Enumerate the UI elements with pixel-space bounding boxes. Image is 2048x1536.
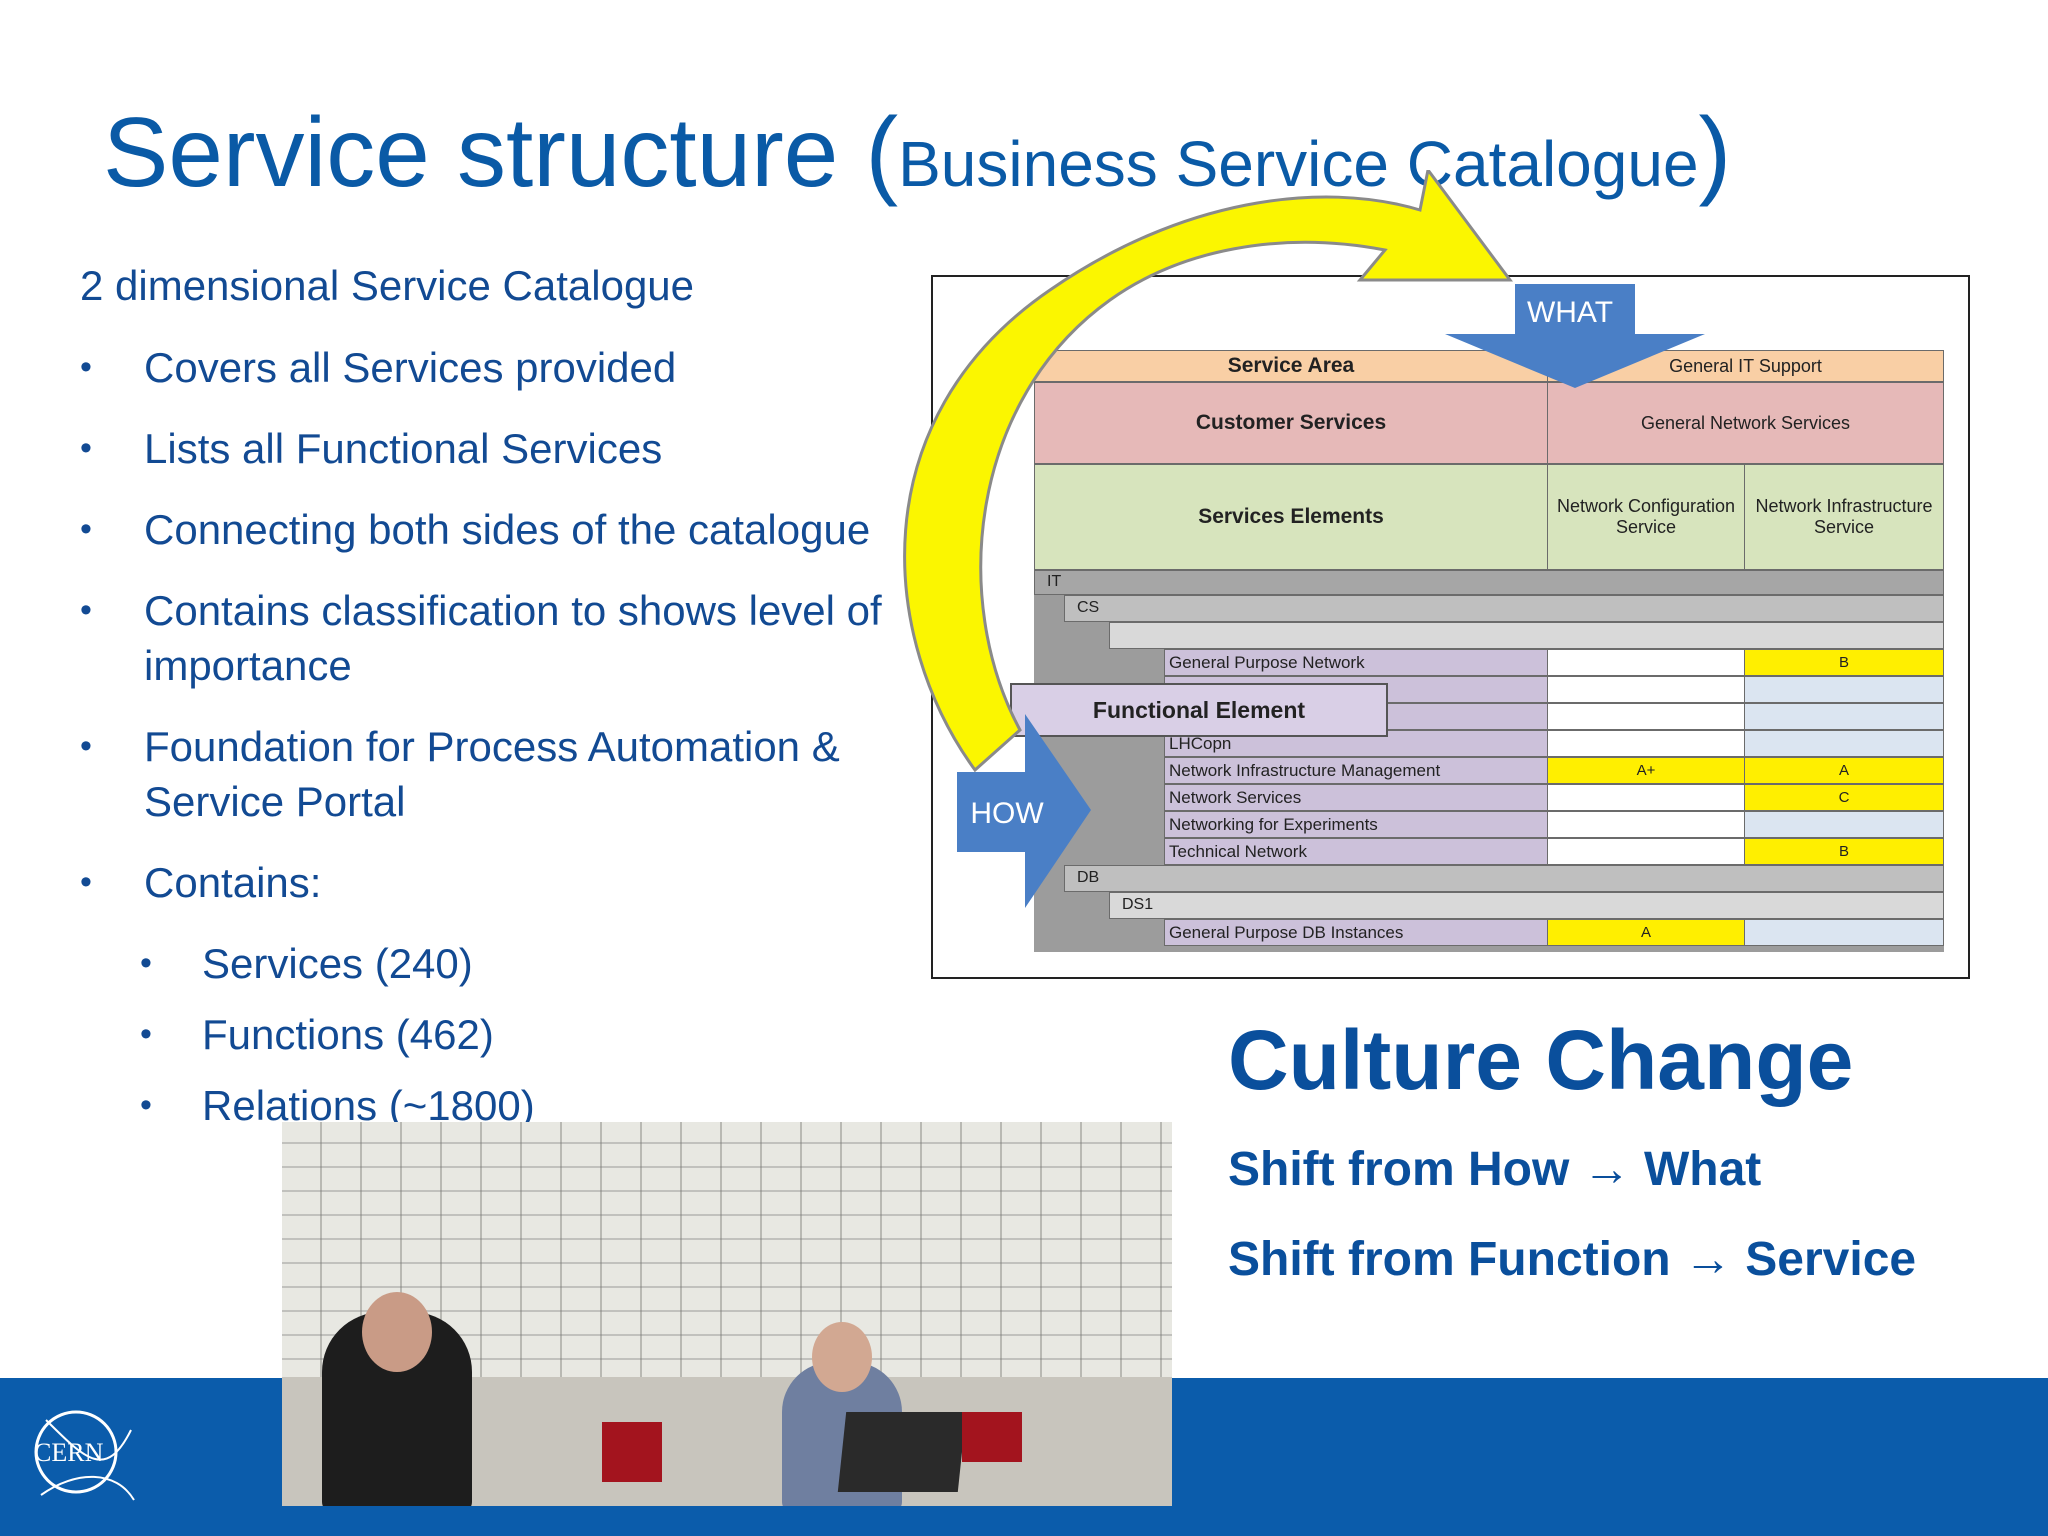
sub-bullet-item: •Functions (462) [80,1007,1000,1062]
function-row: General Purpose DB Instances A [1164,919,1944,946]
bullet-icon: • [80,727,92,765]
element-col1: Network Configuration Service [1547,465,1744,569]
cern-logo-text: CERN [34,1438,104,1467]
title-sub: Business Service Catalogue [898,128,1699,200]
intro-text: 2 dimensional Service Catalogue [80,262,695,309]
bullet-icon: • [140,944,152,982]
bullet-item: •Foundation for Process Automation & Ser… [80,719,974,829]
how-arrow-icon: HOW [957,714,1091,908]
sub-bullet-item: •Relations (~1800) [80,1078,1000,1133]
function-row: General Purpose Network B [1164,649,1944,676]
subgroup-row [1109,622,1944,649]
service-elements-row: Services Elements Network Configuration … [1034,464,1944,570]
group-it-label: IT [1047,573,1062,590]
function-row: Network Services C [1164,784,1944,811]
service-area-label: Service Area [1227,354,1355,377]
slide-title: Service structure (Business Service Cata… [103,96,1731,209]
laptop [837,1412,967,1492]
shift-how-what: Shift from How → What [1228,1143,1762,1196]
bullet-icon: • [80,591,92,629]
title-main: Service structure ( [103,97,899,207]
group-ds1-label: DS1 [1122,896,1154,913]
bullet-item: •Contains classification to shows level … [80,583,1004,693]
element-col2: Network Infrastructure Service [1744,465,1943,569]
bullet-item: •Connecting both sides of the catalogue [80,502,1000,557]
bullet-icon: • [80,429,92,467]
curved-arrow-icon [903,170,1513,773]
sub-bullet-item: •Services (240) [80,936,1000,991]
functional-element-label: Functional Element [1010,683,1388,737]
what-arrow-icon: WHAT [1445,284,1705,388]
how-label: HOW [970,797,1044,830]
customer-services-label: Customer Services [1195,411,1387,434]
group-db-label: DB [1077,869,1100,886]
shift-function-service: Shift from Function → Service [1228,1233,1917,1286]
red-chair [602,1422,662,1482]
bullet-item: •Contains: [80,855,1000,910]
bullet-item: •Lists all Functional Services [80,421,1000,476]
bullet-icon: • [80,863,92,901]
cern-logo-icon [34,1410,135,1501]
cern-logo: CERN [26,1400,136,1510]
video-overlay [282,1122,1172,1506]
what-label: WHAT [1527,296,1613,329]
person-left-head [362,1292,432,1372]
bullet-icon: • [140,1086,152,1124]
group-db-row: DB [1064,865,1944,892]
bullet-item: •Covers all Services provided [80,340,1000,395]
title-close: ) [1698,97,1732,207]
group-cs-label: CS [1077,599,1100,616]
service-elements-label: Services Elements [1198,505,1384,528]
function-row: Network Infrastructure Management A+ A [1164,757,1944,784]
bullet-icon: • [80,348,92,386]
bullet-list: •Covers all Services provided •Lists all… [80,340,1000,1149]
person-right-head [812,1322,872,1392]
function-row: Networking for Experiments [1164,811,1944,838]
group-it-row: IT [1034,570,1944,595]
culture-change-heading: Culture Change [1228,1013,1854,1107]
group-ds1-row: DS1 [1109,892,1944,919]
function-row: Technical Network B [1164,838,1944,865]
customer-services-row: Customer Services General Network Servic… [1034,382,1944,464]
group-cs-row: CS [1064,595,1944,622]
red-chair [962,1412,1022,1462]
bullet-icon: • [140,1015,152,1053]
bullet-icon: • [80,510,92,548]
customer-services-value: General Network Services [1547,383,1943,463]
